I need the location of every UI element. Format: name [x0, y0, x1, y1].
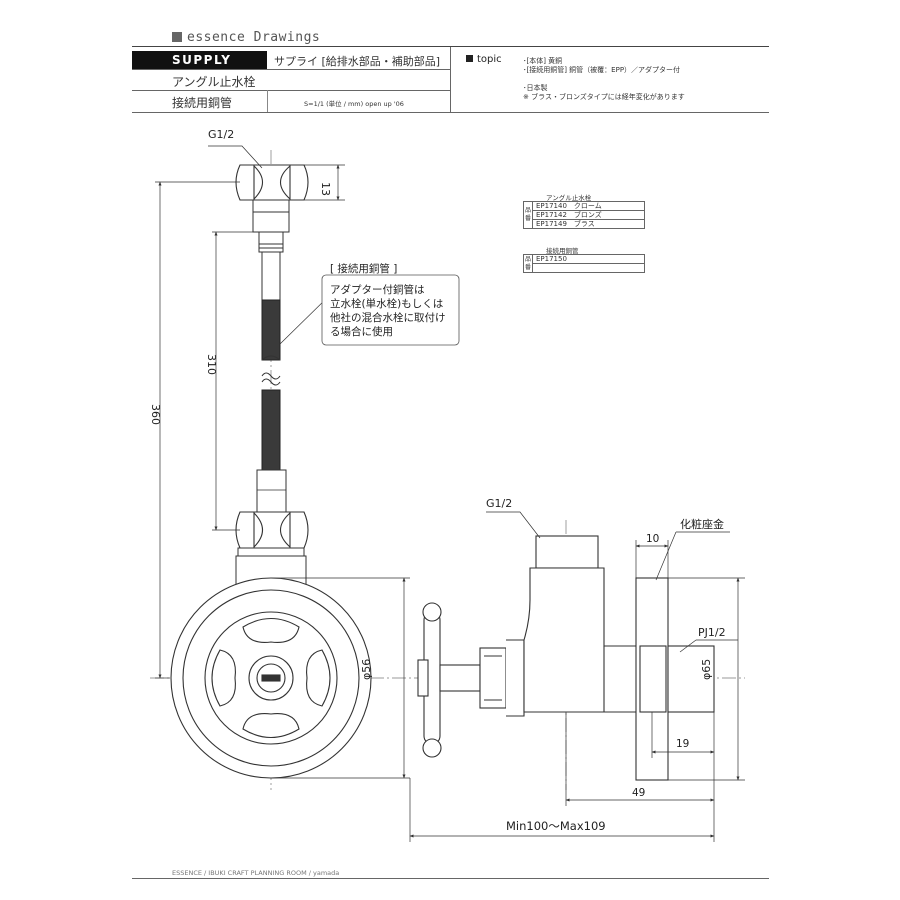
pipe-break-symbol — [261, 372, 281, 380]
dim-13: 13 — [319, 182, 332, 196]
square-bullet-icon — [466, 55, 473, 62]
header-divider-short — [267, 90, 268, 112]
dim-310: 310 — [205, 354, 218, 375]
adapter — [252, 199, 290, 301]
callout-title: [ 接続用銅管 ] — [330, 262, 397, 275]
dim-phi56: φ56 — [360, 659, 373, 680]
scale-note: S=1/1 (単位 / mm) open up '06 — [304, 100, 404, 108]
topic-line-2: ･[接続用銅管] 銅管（被覆：EPP）／アダプター付 — [523, 66, 681, 74]
header-row-line-3 — [132, 112, 769, 113]
part-table-title-2: 接続用銅管 — [546, 247, 579, 255]
brand-text: essence Drawings — [187, 30, 321, 45]
header-divider-vertical — [450, 47, 451, 112]
square-bullet-icon — [172, 32, 182, 42]
topic-title: topic — [477, 54, 502, 65]
brand-title: essence Drawings — [172, 30, 320, 45]
topic-heading: topic — [466, 54, 502, 65]
part-table-2: 品番 EP17150 — [523, 254, 645, 273]
dim-phi65: φ65 — [700, 659, 713, 680]
valve-body-side — [523, 535, 641, 713]
pipe-thread — [667, 645, 715, 713]
escutcheon — [635, 577, 669, 781]
product-main-label: アングル止水栓 — [172, 75, 256, 89]
callout-line-2: 立水栓(単水栓)もしくは — [330, 297, 443, 310]
copper-pipe-lower — [256, 389, 287, 513]
dim-19: 19 — [676, 738, 689, 750]
header-row-line-2 — [132, 90, 450, 91]
dimension-lines — [155, 145, 745, 842]
dim-10: 10 — [646, 533, 659, 545]
part-row: EP17149 ブラス — [532, 219, 645, 229]
handle-wheel-front — [170, 577, 372, 779]
top-hex-nut — [235, 164, 309, 201]
thread-label-top: G1/2 — [208, 128, 234, 141]
pipe-thread-label: PJ1/2 — [698, 626, 726, 639]
callout-line-1: アダプター付銅管は — [330, 283, 425, 296]
topic-line-1: ･[本体] 黄銅 — [523, 57, 563, 65]
footer-rule — [132, 878, 769, 879]
dim-360: 360 — [149, 404, 162, 425]
escutcheon-label: 化粧座金 — [680, 517, 724, 531]
topic-line-4: ※ ブラス・ブロンズタイプには経年変化があります — [523, 93, 685, 101]
dim-49: 49 — [632, 787, 645, 799]
header-rule — [132, 46, 769, 47]
footer-text: ESSENCE / IBUKI CRAFT PLANNING ROOM / ya… — [172, 869, 340, 877]
header-row-line-1 — [132, 69, 450, 70]
part-table-title-1: アングル止水栓 — [546, 194, 592, 202]
part-row — [532, 263, 645, 273]
callout-line-4: る場合に使用 — [330, 325, 393, 338]
topic-line-3: ･日本製 — [523, 84, 548, 92]
product-sub-label: 接続用銅管 — [172, 96, 233, 110]
part-table-1: 品番 EP17140 クローム EP17142 ブロンズ EP17149 ブラス — [523, 201, 645, 229]
dim-total: Min100～Max109 — [506, 819, 606, 833]
thread-label-side: G1/2 — [486, 497, 512, 510]
callout-line-3: 他社の混合水栓に取付け — [330, 311, 446, 324]
category-label: サプライ [給排水部品・補助部品] — [274, 55, 441, 68]
supply-badge: SUPPLY — [132, 51, 267, 69]
callout-box — [321, 274, 460, 346]
copper-pipe-upper — [261, 299, 281, 361]
lower-hex-nut — [235, 511, 309, 549]
handle-side — [417, 602, 525, 758]
